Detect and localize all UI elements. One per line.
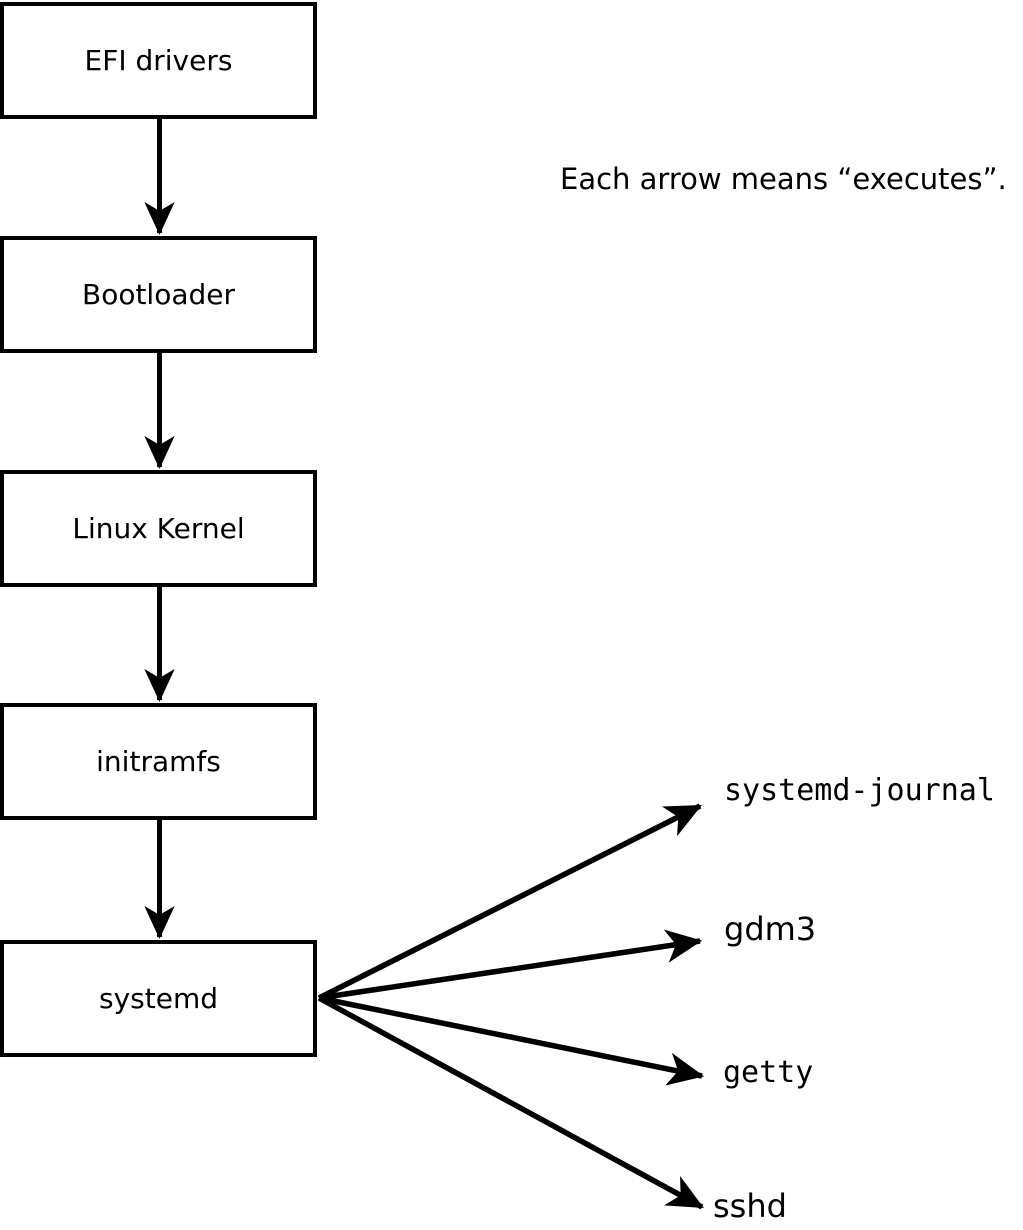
box-efi-drivers: EFI drivers — [0, 2, 317, 119]
arrow-systemd-to-systemd-journal — [317, 803, 702, 1001]
box-initramfs-label: initramfs — [96, 744, 221, 778]
label-getty: getty — [723, 1055, 814, 1090]
label-sshd: sshd — [713, 1187, 787, 1225]
box-initramfs: initramfs — [0, 703, 317, 820]
box-systemd-label: systemd — [99, 981, 218, 1015]
box-bootloader: Bootloader — [0, 236, 317, 353]
box-linux-kernel: Linux Kernel — [0, 470, 317, 587]
arrow-systemd-to-sshd — [317, 995, 704, 1210]
arrow-systemd-to-getty — [318, 995, 705, 1086]
box-efi-drivers-label: EFI drivers — [84, 43, 233, 77]
box-systemd: systemd — [0, 940, 317, 1057]
label-gdm3: gdm3 — [724, 910, 817, 948]
box-linux-kernel-label: Linux Kernel — [72, 511, 245, 545]
box-bootloader-label: Bootloader — [81, 277, 236, 311]
legend-note: Each arrow means “executes”. — [560, 162, 1007, 196]
label-systemd-journal: systemd-journal — [724, 773, 995, 808]
arrow-systemd-to-gdm3 — [318, 929, 703, 1001]
